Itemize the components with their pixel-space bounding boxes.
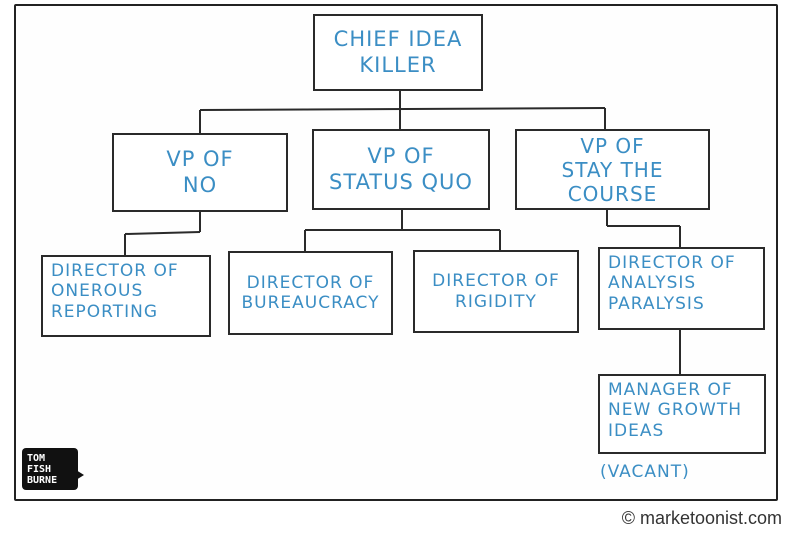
director-onerous-reporting-box: DIRECTOR OF ONEROUS REPORTING bbox=[41, 255, 211, 337]
marketoonist-credit: © marketoonist.com bbox=[621, 508, 782, 528]
chief-idea-killer-box: CHIEF IDEA KILLER bbox=[313, 14, 483, 91]
vacant-label: (VACANT) bbox=[600, 462, 690, 482]
vp-of-status-quo-box: VP OF STATUS QUO bbox=[312, 129, 490, 210]
director-bureaucracy-box: DIRECTOR OF BUREAUCRACY bbox=[228, 251, 393, 335]
connector-no-bar bbox=[124, 231, 201, 235]
director-rigidity-box: DIRECTOR OF RIGIDITY bbox=[413, 250, 579, 333]
director-analysis-paralysis-box: DIRECTOR OF ANALYSIS PARALYSIS bbox=[598, 247, 765, 330]
connector-vp-bar bbox=[199, 107, 606, 111]
tom-fishburne-logo: TOM FISH BURNE bbox=[22, 448, 84, 490]
vp-of-stay-the-course-box: VP OF STAY THE COURSE bbox=[515, 129, 710, 210]
manager-new-growth-ideas-box: MANAGER OF NEW GROWTH IDEAS bbox=[598, 374, 766, 454]
vp-of-no-box: VP OF NO bbox=[112, 133, 288, 212]
